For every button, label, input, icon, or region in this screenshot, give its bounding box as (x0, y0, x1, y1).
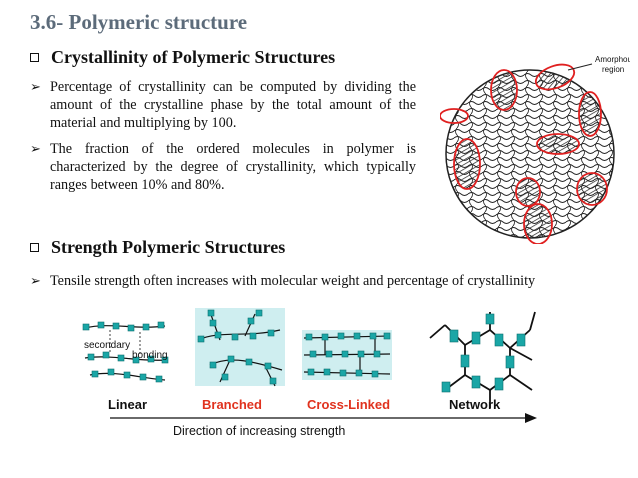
branched-beads (197, 309, 277, 385)
section-heading-text: Strength Polymeric Structures (51, 237, 286, 257)
square-bullet-icon (30, 53, 39, 62)
bullet-item: ➢ The fraction of the ordered molecules … (30, 140, 416, 194)
network-drawing (429, 311, 536, 408)
secondary-label: secondary (84, 340, 130, 351)
crystallinity-figure: Amorphous region (440, 55, 630, 244)
square-bullet-icon (30, 243, 39, 252)
bullet-text: Tensile strength often increases with mo… (50, 273, 536, 289)
label-linear: Linear (108, 397, 148, 412)
amorphous-label-2: region (602, 65, 624, 74)
label-network: Network (449, 397, 501, 412)
bullet-text: Percentage of crystallinity can be compu… (50, 79, 416, 131)
bonding-label: bonding (132, 350, 168, 361)
amorphous-label-1: Amorphous (595, 55, 630, 64)
linear-beads (82, 321, 169, 383)
bullet-text: The fraction of the ordered molecules in… (50, 141, 416, 193)
amorphous-pointer (567, 63, 593, 71)
section-heading-crystallinity: Crystallinity of Polymeric Structures (30, 47, 335, 68)
arrow-bullet-icon: ➢ (30, 79, 41, 94)
arrow-caption: Direction of increasing strength (173, 424, 346, 438)
arrow-bullet-icon: ➢ (30, 273, 41, 288)
section-heading-strength: Strength Polymeric Structures (30, 237, 285, 258)
crosslinked-beads (305, 332, 391, 378)
crystalline-regions (440, 63, 608, 244)
branched-background (195, 308, 285, 386)
bullet-item: ➢ Tensile strength often increases with … (30, 272, 620, 290)
network-nodes (441, 313, 526, 393)
bullet-item: ➢ Percentage of crystallinity can be com… (30, 78, 416, 132)
label-branched: Branched (202, 397, 262, 412)
label-cross-linked: Cross-Linked (307, 397, 391, 412)
arrow-head-icon (525, 413, 537, 423)
arrow-bullet-icon: ➢ (30, 141, 41, 156)
slide-title: 3.6- Polymeric structure (30, 10, 248, 34)
polymer-chain-diagram: secondary bonding (82, 308, 537, 423)
section-heading-text: Crystallinity of Polymeric Structures (51, 47, 336, 67)
